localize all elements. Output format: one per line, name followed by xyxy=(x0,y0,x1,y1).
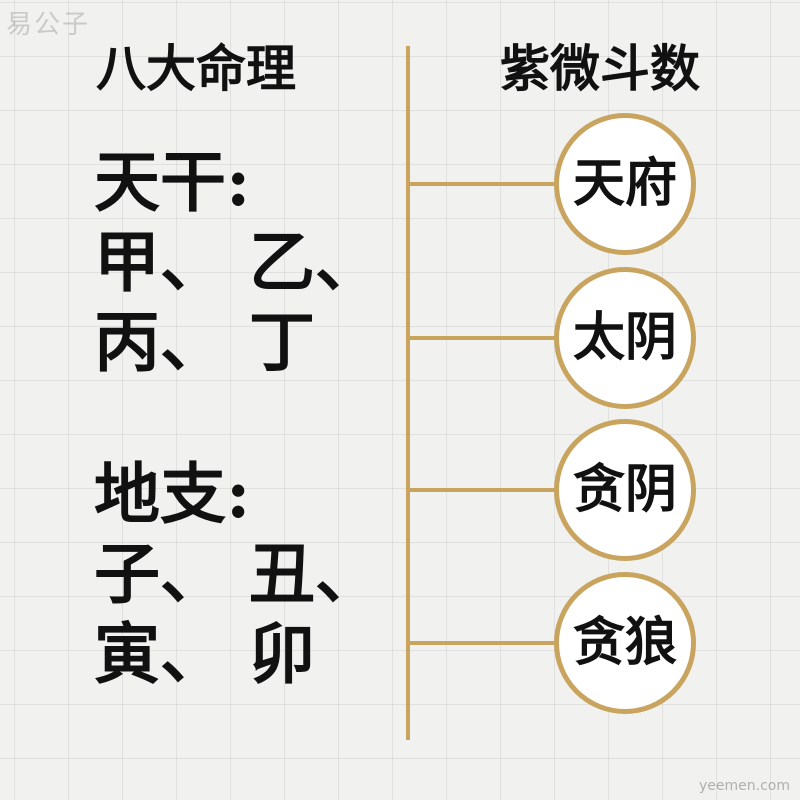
star-node-taiyin: 太阴 xyxy=(554,267,696,409)
earthly-branches-line: 子、 丑、 xyxy=(94,535,381,613)
earthly-branches-line: 寅、 卯 xyxy=(94,615,315,693)
connector-line xyxy=(406,488,558,492)
watermark-url: yeemen.com xyxy=(699,778,790,794)
earthly-branches-heading: 地支: xyxy=(94,455,251,533)
connector-line xyxy=(406,182,558,186)
heavenly-stems-line: 甲、 乙、 xyxy=(94,223,381,301)
star-node-tianfu: 天府 xyxy=(554,113,696,255)
connector-line xyxy=(406,641,558,645)
star-node-tanlang: 贪狼 xyxy=(554,572,696,714)
vertical-divider xyxy=(406,46,410,740)
right-title: 紫微斗数 xyxy=(500,39,700,98)
star-label: 贪阴 xyxy=(572,459,677,520)
left-title: 八大命理 xyxy=(96,39,296,98)
heavenly-stems-line: 丙、 丁 xyxy=(94,303,315,381)
star-node-tanyin: 贪阴 xyxy=(554,419,696,561)
watermark-logo: 易公子 xyxy=(6,10,91,40)
heavenly-stems-block: 天干: 甲、 乙、 丙、 丁 xyxy=(94,142,381,382)
heavenly-stems-heading: 天干: xyxy=(94,143,251,221)
earthly-branches-block: 地支: 子、 丑、 寅、 卯 xyxy=(94,454,381,694)
star-label: 太阴 xyxy=(572,307,677,368)
connector-line xyxy=(406,336,558,340)
star-label: 天府 xyxy=(572,153,677,214)
star-label: 贪狼 xyxy=(572,612,677,673)
